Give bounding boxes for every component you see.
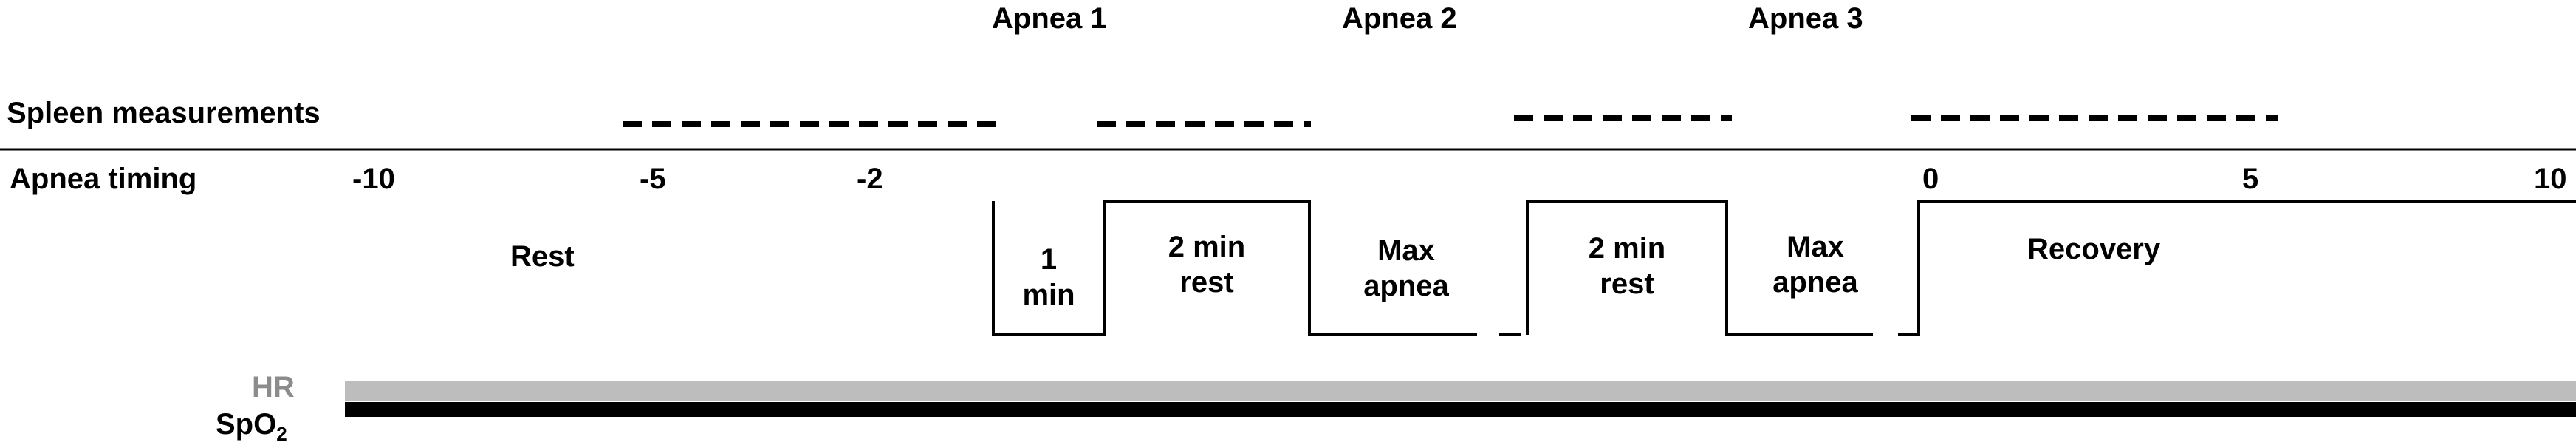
apnea-3-label: Apnea 3: [1748, 2, 1863, 35]
hr-bar: [345, 381, 2576, 401]
phase-max-apnea-b-label: Max apnea: [1727, 229, 1904, 300]
spo2-label-text: SpO: [216, 408, 277, 441]
spleen-measurements-label: Spleen measurements: [7, 97, 321, 129]
spo2-bar: [345, 402, 2576, 417]
phase-rest-2min-b-label: 2 min rest: [1527, 231, 1727, 302]
phase-apnea-1min-line2: min: [1022, 279, 1075, 311]
tick-label: -5: [640, 163, 666, 195]
phase-max-apnea-b-line2: apnea: [1772, 266, 1858, 299]
phase-rest-2min-a-line2: rest: [1179, 266, 1234, 299]
tick-label: 5: [2242, 163, 2259, 195]
apnea-2-label: Apnea 2: [1342, 2, 1457, 35]
protocol-timeline-trace: [992, 200, 1477, 336]
tick-label: -2: [857, 163, 883, 195]
protocol-timeline-trace-3: [1898, 200, 2576, 336]
spo2-subscript: 2: [276, 423, 287, 445]
phase-rest-2min-a-line1: 2 min: [1168, 231, 1246, 263]
spo2-label: SpO2: [216, 410, 287, 444]
phase-rest-2min-b-line2: rest: [1600, 268, 1654, 300]
phase-max-apnea-a-label: Max apnea: [1309, 233, 1503, 304]
tick-label: -10: [352, 163, 395, 195]
tick-label: 0: [1922, 163, 1939, 195]
protocol-timeline-trace-2: [1526, 200, 1873, 336]
phase-max-apnea-b-line1: Max: [1787, 231, 1844, 263]
apnea-1-label: Apnea 1: [992, 2, 1107, 35]
phase-max-apnea-a-line1: Max: [1377, 234, 1435, 267]
phase-rest-2min-b-line1: 2 min: [1588, 232, 1666, 265]
phase-max-apnea-a-line2: apnea: [1363, 270, 1449, 302]
phase-apnea-1min-label: 1 min: [993, 242, 1104, 313]
phase-rest-2min-a-label: 2 min rest: [1104, 229, 1309, 300]
phase-rest-label: Rest: [510, 240, 575, 273]
hr-label: HR: [252, 371, 295, 404]
phase-apnea-1min-line1: 1: [1040, 243, 1058, 276]
apnea-timing-label: Apnea timing: [10, 163, 197, 195]
tick-label: 10: [2534, 163, 2567, 195]
phase-recovery-label: Recovery: [2027, 233, 2161, 265]
